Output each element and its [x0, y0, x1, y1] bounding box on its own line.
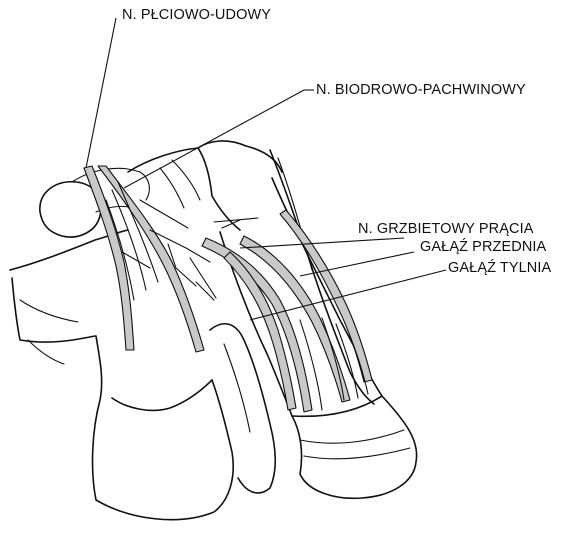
- label-dorsal-nerve: N. GRZBIETOWY PRĄCIA: [358, 222, 534, 237]
- label-ilioinguinal: N. BIODROWO-PACHWINOWY: [316, 83, 526, 98]
- glans-line: [304, 448, 410, 459]
- glans-corona: [300, 430, 404, 443]
- pubic-mound: [198, 141, 282, 172]
- thigh-crease: [20, 300, 78, 322]
- skin-flap-inner: [224, 344, 250, 432]
- leader-dorsal: [240, 238, 404, 248]
- leader-genitofemoral: [86, 18, 116, 168]
- glans: [292, 396, 417, 498]
- scrotum-flap: [112, 380, 212, 410]
- tissue-fold-2: [172, 160, 200, 200]
- thigh-lower-outline: [12, 278, 95, 342]
- leader-ilioinguinal: [124, 90, 304, 188]
- scrotum-left: [93, 336, 234, 520]
- label-posterior-branch: GAŁĄŹ TYLNIA: [448, 261, 551, 276]
- tissue-fold-1: [160, 168, 184, 208]
- thigh-fold: [28, 340, 64, 364]
- label-genitofemoral: N. PŁCIOWO-UDOWY: [122, 8, 271, 23]
- label-anterior-branch: GAŁĄŹ PRZEDNIA: [420, 240, 546, 255]
- anterior-branch: [240, 236, 350, 402]
